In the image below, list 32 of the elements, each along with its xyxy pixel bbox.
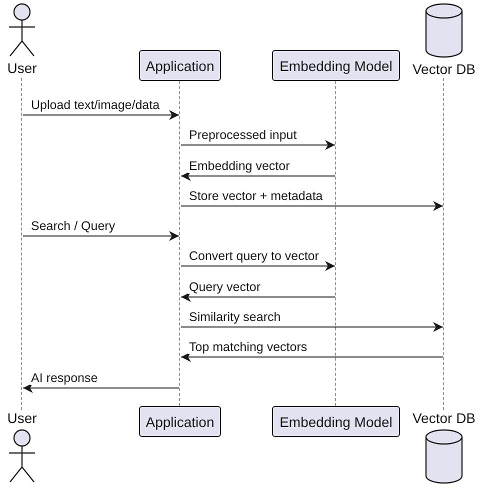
lifeline: [21, 78, 23, 410]
message-arrow: [180, 171, 336, 181]
participant-label: User: [7, 410, 37, 426]
edge-label: Query vector: [188, 280, 262, 294]
message-arrow: [180, 201, 444, 211]
message-arrow: [22, 383, 180, 393]
edge-label: Top matching vectors: [188, 340, 308, 354]
edge-label: Convert query to vector: [188, 249, 320, 263]
participant-box: Embedding Model: [272, 50, 400, 81]
lifeline: [335, 81, 337, 406]
message-arrow: [180, 140, 336, 150]
message-arrow: [22, 110, 180, 120]
edge-label: Embedding vector: [188, 159, 291, 173]
edge-label: AI response: [30, 371, 99, 385]
message-arrow: [180, 292, 336, 302]
participant-box: Embedding Model: [272, 406, 400, 437]
message-arrow: [180, 322, 444, 332]
message-arrow: [22, 231, 180, 241]
participant-label: User: [7, 60, 37, 76]
participant-label: Vector DB: [412, 61, 476, 77]
lifeline: [179, 81, 181, 406]
edge-label: Search / Query: [30, 219, 116, 233]
participant-box: Application: [139, 50, 221, 81]
edge-label: Store vector + metadata: [188, 189, 324, 203]
edge-label: Upload text/image/data: [30, 98, 161, 112]
edge-label: Similarity search: [188, 310, 282, 324]
edge-label: Preprocessed input: [188, 128, 298, 142]
participant-label: Vector DB: [412, 410, 476, 426]
participant-box: Application: [139, 406, 221, 437]
message-arrow: [180, 352, 444, 362]
message-arrow: [180, 261, 336, 271]
lifeline: [443, 78, 445, 410]
